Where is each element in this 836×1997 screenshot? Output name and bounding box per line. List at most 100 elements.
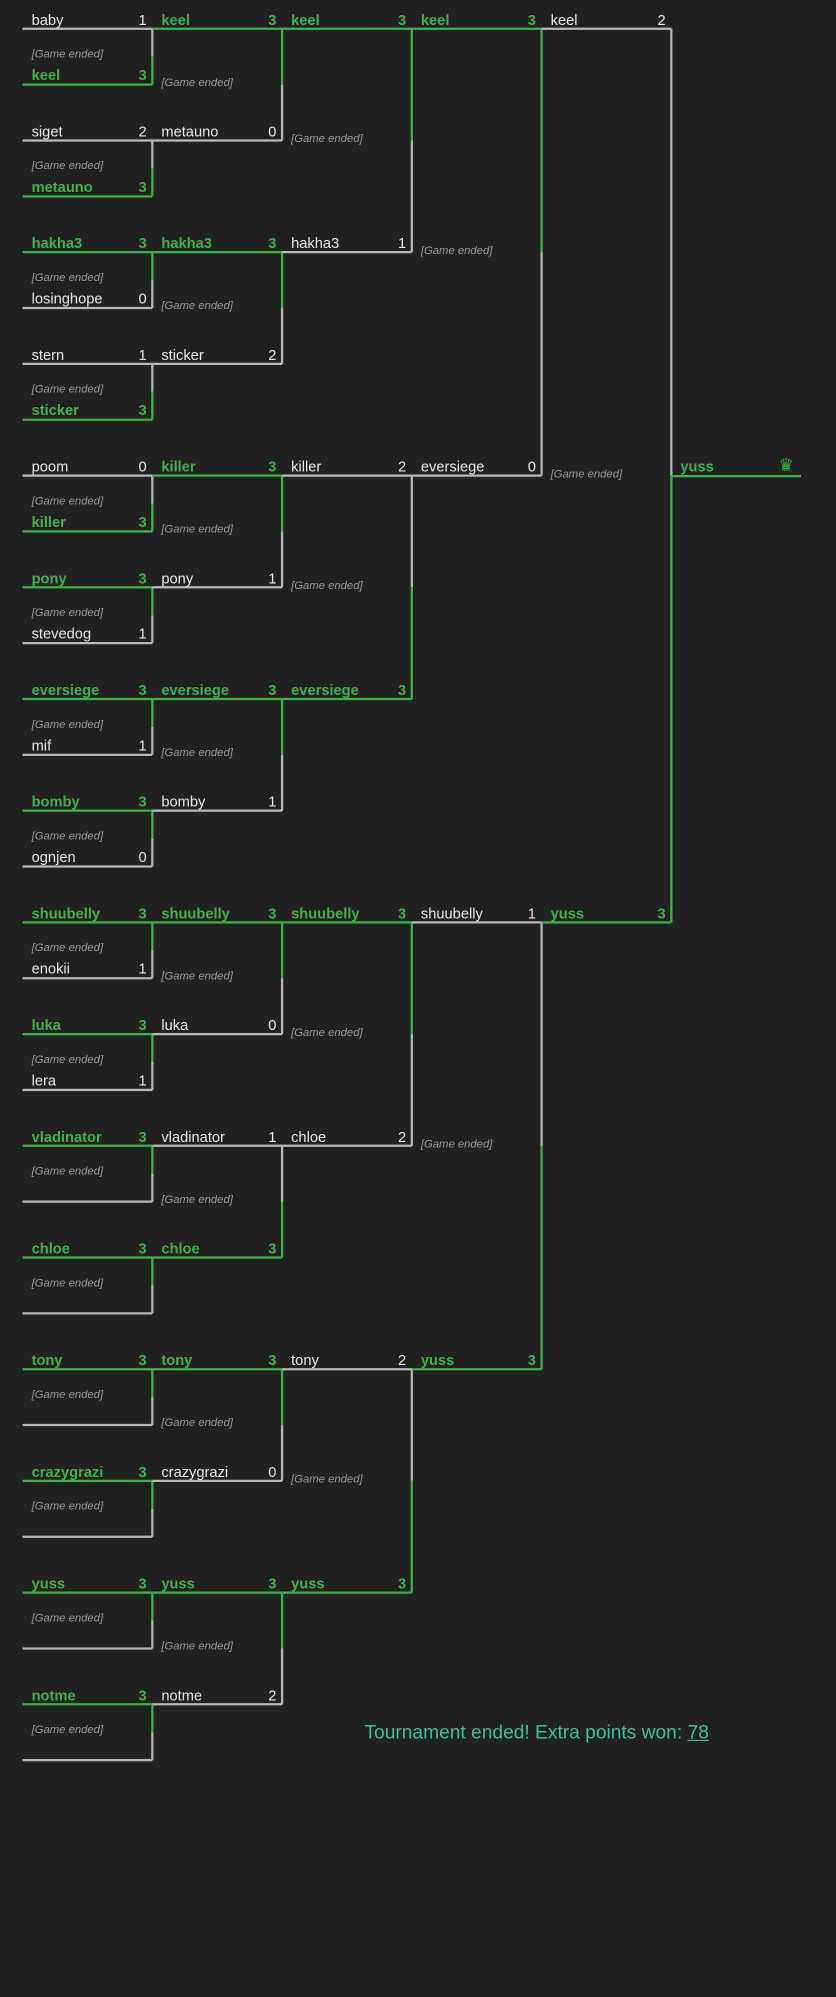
player-score: 3 [268,1239,277,1257]
player-score: 1 [138,625,147,643]
player-name: chloe [31,1239,70,1257]
player-name: chloe [291,1127,327,1145]
player-score: 3 [398,1574,407,1592]
match-status: [Game ended] [161,746,233,760]
player-name: crazygrazi [161,1462,229,1480]
player-score: 0 [268,1462,277,1480]
player-name: sticker [31,401,79,419]
player-score: 3 [138,1239,147,1257]
player-score: 1 [138,960,147,978]
match-status: [Game ended] [161,1640,233,1653]
player-score: 1 [268,792,277,810]
player-score: 3 [268,904,277,922]
player-score: 3 [398,680,407,698]
player-name: notme [161,1686,203,1704]
player-score: 2 [657,10,666,28]
match-status: [Game ended] [291,579,363,592]
match-status: [Game ended] [420,244,493,257]
match-status: [Game ended] [550,467,623,481]
player-name: shuubelly [420,904,483,922]
player-score: 1 [398,234,407,252]
player-name: eversiege [31,680,100,698]
player-name: yuss [291,1574,325,1592]
player-score: 3 [268,457,277,475]
match-status: [Game ended] [161,1193,233,1207]
player-score: 3 [138,680,147,698]
match-status: [Game ended] [31,1165,104,1179]
player-score: 3 [138,66,147,84]
player-name: enokii [31,960,70,978]
match-status: [Game ended] [31,1500,104,1514]
player-score: 0 [268,122,277,140]
player-score: 3 [398,10,407,28]
player-name: lera [31,1071,57,1089]
extra-points-link[interactable]: 78 [687,1721,709,1744]
player-name: losinghope [31,289,103,307]
player-score: 3 [138,401,147,419]
player-score: 3 [138,234,147,252]
player-name: hakha3 [31,234,83,252]
match-status: [Game ended] [291,1026,363,1039]
player-name: eversiege [291,680,359,698]
player-score: 0 [138,457,147,475]
champion-name: yuss [680,457,714,475]
player-name: tony [291,1351,319,1369]
player-name: bomby [161,792,206,810]
player-score: 3 [138,1351,147,1369]
player-score: 2 [138,122,147,140]
player-score: 3 [268,234,277,252]
player-name: keel [161,10,190,28]
player-score: 0 [138,289,147,307]
match-status: [Game ended] [31,1054,104,1067]
bracket-lines [22,27,802,1762]
player-name: yuss [161,1574,195,1592]
player-score: 3 [268,10,277,28]
player-name: sticker [161,345,204,363]
player-score: 3 [138,1127,147,1145]
match-status: [Game ended] [161,970,233,983]
player-score: 0 [268,1016,277,1033]
player-score: 1 [138,10,147,28]
player-score: 3 [138,513,147,531]
player-name: shuubelly [161,904,230,922]
player-name: shuubelly [291,904,360,922]
match-status: [Game ended] [31,830,104,844]
player-name: keel [291,10,320,28]
player-name: metauno [161,122,219,140]
match-status: [Game ended] [31,719,104,732]
player-name: vladinator [31,1127,102,1145]
player-score: 3 [138,1462,147,1480]
match-status: [Game ended] [31,383,104,397]
match-status: [Game ended] [31,272,104,285]
player-name: shuubelly [31,904,101,922]
player-name: tony [161,1351,193,1369]
match-status: [Game ended] [31,1612,104,1626]
match-status: [Game ended] [291,132,363,145]
player-score: 3 [527,10,536,28]
player-name: eversiege [420,457,485,475]
player-score: 2 [398,1351,407,1369]
player-score: 3 [657,904,666,922]
player-name: hakha3 [291,234,340,252]
player-name: keel [420,10,450,28]
player-score: 0 [138,848,147,866]
player-name: metauno [31,178,93,196]
player-name: vladinator [161,1127,225,1145]
tournament-footer: Tournament ended! Extra points won: 78 [364,1722,708,1745]
player-name: siget [31,122,63,140]
player-name: luka [161,1016,189,1033]
match-status: [Game ended] [31,1277,104,1290]
match-status: [Game ended] [31,607,104,620]
match-status: [Game ended] [31,1724,104,1737]
player-score: 3 [138,569,147,587]
player-score: 3 [268,1574,277,1592]
player-score: 3 [138,178,147,196]
player-name: yuss [31,1574,66,1592]
player-score: 2 [268,345,277,363]
match-status: [Game ended] [161,523,233,536]
match-status: [Game ended] [31,1389,104,1402]
player-name: yuss [420,1351,455,1369]
match-status: [Game ended] [31,495,104,509]
match-status: [Game ended] [161,1417,233,1430]
